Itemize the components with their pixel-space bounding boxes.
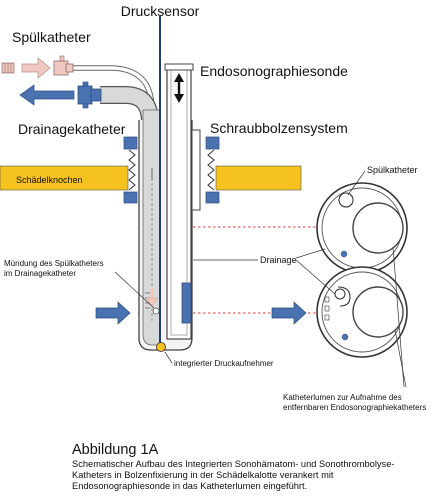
label-muendung-2: im Drainagekatheter bbox=[4, 269, 76, 278]
label-drainage: Drainage bbox=[260, 255, 297, 265]
label-drainagekatheter: Drainagekatheter bbox=[18, 121, 126, 137]
drainage-outlet-arrow bbox=[19, 84, 75, 106]
skull-bone-right bbox=[215, 165, 302, 191]
right-ultrasound-arrow bbox=[271, 301, 307, 325]
label-druckaufnehmer: integrierter Druckaufnehmer bbox=[174, 359, 274, 368]
probe-handle bbox=[164, 63, 194, 71]
left-ultrasound-arrow bbox=[95, 301, 131, 325]
figure-caption: Abbildung 1A Schematischer Aufbau des In… bbox=[72, 442, 444, 493]
pressure-sensor-tip bbox=[156, 342, 166, 352]
caption-body: Schematischer Aufbau des Integrierten So… bbox=[72, 459, 444, 493]
label-muendung-1: Mündung des Spülkatheters bbox=[4, 259, 104, 268]
cross-section-upper bbox=[316, 182, 408, 274]
caption-body-line-1: Schematischer Aufbau des Integrierten So… bbox=[72, 459, 395, 469]
caption-title: Abbildung 1A bbox=[72, 442, 159, 458]
caption-body-line-2: Katheters in Bolzenfixierung in der Schä… bbox=[72, 470, 334, 481]
probe-move-arrow bbox=[174, 73, 184, 103]
label-endosonographiesonde: Endosonographiesonde bbox=[200, 63, 348, 79]
flush-outlet-arrow bbox=[145, 288, 159, 307]
flush-outlet bbox=[152, 307, 160, 315]
spuel-inlet-arrow bbox=[21, 57, 51, 79]
label-schraubbolzensystem: Schraubbolzensystem bbox=[210, 120, 348, 136]
caption-body-line-3: Endosonographiesonde in das Katheterlume… bbox=[72, 481, 308, 492]
label-drucksensor: Drucksensor bbox=[121, 3, 200, 19]
skull-bone-left bbox=[0, 165, 129, 191]
label-spuelkatheter-cross: Spülkatheter bbox=[367, 165, 418, 175]
label-lumen-2: entfernbaren Endosonographiekatheters bbox=[283, 403, 426, 412]
label-lumen-1: Katheterlumen zur Aufnahme des bbox=[283, 393, 402, 402]
label-schaedelknochen: Schädelknochen bbox=[16, 175, 83, 185]
bolt-left bbox=[123, 136, 138, 204]
ultrasound-transducer bbox=[181, 282, 192, 324]
leader-lines bbox=[114, 170, 407, 388]
bolt-right bbox=[205, 136, 220, 204]
cross-section-lower bbox=[316, 266, 408, 358]
bolt-sleeve bbox=[191, 129, 201, 211]
catheter-diagram: Drucksensor Spülkatheter Endosonographie… bbox=[0, 3, 426, 412]
label-spuelkatheter-top: Spülkatheter bbox=[12, 29, 91, 45]
spuel-connector bbox=[53, 55, 74, 76]
spuel-tube-stub bbox=[1, 62, 15, 74]
drainage-connector bbox=[77, 81, 102, 109]
